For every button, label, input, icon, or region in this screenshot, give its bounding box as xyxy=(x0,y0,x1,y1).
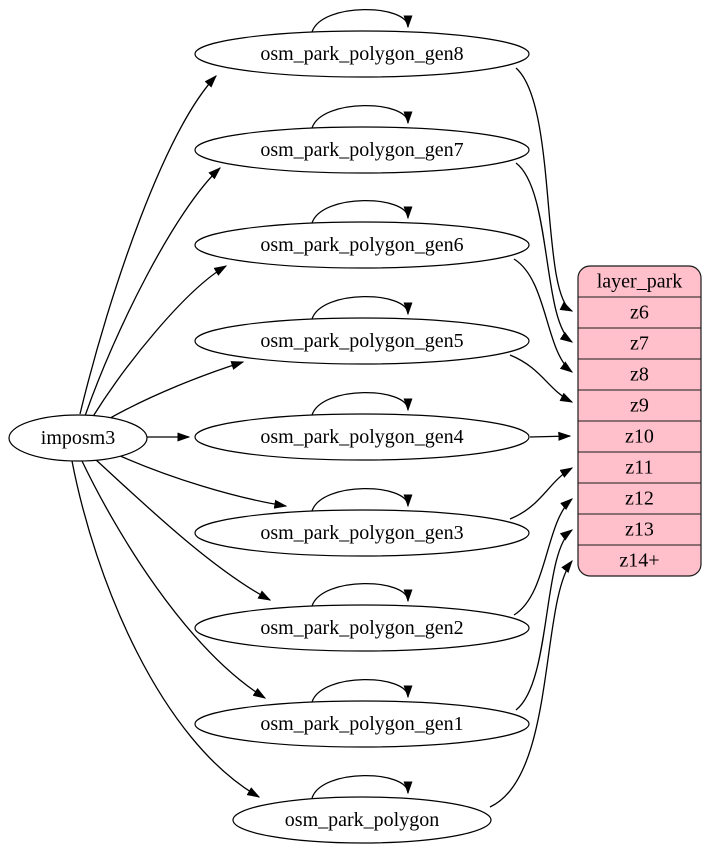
table-node-label: osm_park_polygon_gen5 xyxy=(260,330,463,352)
edge-imposm3-to-osm_park_polygon xyxy=(71,460,261,798)
nodes-layer: imposm3 osm_park_polygon_gen8 osm_park_pol… xyxy=(8,30,702,844)
edge-imposm3-to-osm_park_polygon_gen5 xyxy=(104,361,245,422)
edge-imposm3-to-osm_park_polygon_gen7 xyxy=(84,167,221,417)
table-node-label: osm_park_polygon xyxy=(285,809,439,831)
edge-imposm3-to-osm_park_polygon_gen8 xyxy=(79,75,217,415)
self-loop-osm_park_polygon_gen4 xyxy=(311,391,413,416)
edge-osm_park_polygon_gen6-to-z8 xyxy=(513,258,574,373)
edge-osm_park_polygon_gen4-to-z10 xyxy=(529,431,572,441)
layer-row-z7: z7 xyxy=(630,333,649,355)
layer-row-z10: z10 xyxy=(625,426,654,448)
layer-row-z12: z12 xyxy=(625,488,654,510)
source-node xyxy=(8,414,148,462)
self-loop-osm_park_polygon_gen8 xyxy=(311,8,413,33)
table-node-label: osm_park_polygon_gen3 xyxy=(260,522,463,544)
table-node-osm_park_polygon_gen8 xyxy=(194,30,530,78)
edge-imposm3-to-osm_park_polygon_gen6 xyxy=(91,265,228,419)
self-loop-osm_park_polygon_gen1 xyxy=(311,678,413,703)
edge-osm_park_polygon_gen8-to-z6 xyxy=(515,67,574,312)
self-loop-osm_park_polygon_gen2 xyxy=(311,582,413,607)
table-node-osm_park_polygon_gen6 xyxy=(194,221,530,269)
table-node-osm_park_polygon_gen5 xyxy=(194,317,530,365)
edges-layer xyxy=(71,8,574,808)
layer-row-z11: z11 xyxy=(625,457,653,479)
table-node-osm_park_polygon_gen1 xyxy=(194,700,530,748)
table-node-label: osm_park_polygon_gen6 xyxy=(260,234,463,256)
table-node-osm_park_polygon_gen3 xyxy=(194,509,530,557)
table-node-osm_park_polygon_gen7 xyxy=(194,126,530,174)
layer-row-z14+: z14+ xyxy=(619,550,659,572)
self-loop-osm_park_polygon_gen5 xyxy=(311,295,413,320)
self-loop-osm_park_polygon_gen6 xyxy=(311,199,413,224)
self-loop-osm_park_polygon_gen7 xyxy=(311,104,413,129)
edge-osm_park_polygon_gen3-to-z11 xyxy=(509,467,574,520)
self-loop-osm_park_polygon xyxy=(311,774,413,799)
edge-osm_park_polygon_gen7-to-z7 xyxy=(515,162,574,343)
edge-osm_park_polygon_gen1-to-z13 xyxy=(515,529,574,711)
table-node-label: osm_park_polygon_gen1 xyxy=(260,713,463,735)
edge-imposm3-to-osm_park_polygon_gen1 xyxy=(81,460,267,699)
edge-osm_park_polygon-to-z14+ xyxy=(489,559,573,808)
table-node-label: osm_park_polygon_gen8 xyxy=(260,43,463,65)
layer-row-z6: z6 xyxy=(630,302,649,324)
self-loop-osm_park_polygon_gen3 xyxy=(311,487,413,512)
table-node-label: osm_park_polygon_gen2 xyxy=(260,617,463,639)
edge-imposm3-to-osm_park_polygon_gen3 xyxy=(117,454,288,509)
table-node-label: osm_park_polygon_gen4 xyxy=(260,426,463,448)
edge-osm_park_polygon_gen5-to-z9 xyxy=(509,354,574,403)
source-node-label: imposm3 xyxy=(41,427,115,449)
table-node-osm_park_polygon xyxy=(232,796,492,844)
edge-imposm3-to-osm_park_polygon_gen2 xyxy=(94,458,272,601)
layer-row-z8: z8 xyxy=(630,364,649,386)
table-node-osm_park_polygon_gen2 xyxy=(194,604,530,652)
layer-node-title: layer_park xyxy=(597,271,683,293)
table-node-label: osm_park_polygon_gen7 xyxy=(260,139,463,161)
layer-row-z9: z9 xyxy=(630,395,649,417)
table-node-osm_park_polygon_gen4 xyxy=(194,413,530,461)
layer-row-z13: z13 xyxy=(625,519,654,541)
edge-osm_park_polygon_gen2-to-z12 xyxy=(513,498,573,616)
